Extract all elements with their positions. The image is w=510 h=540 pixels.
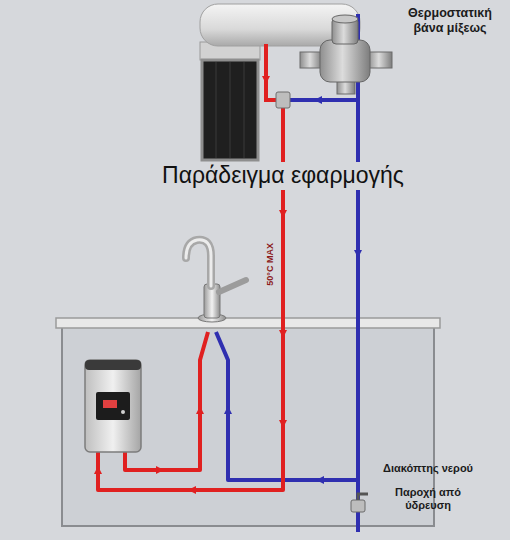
water-switch-handle (358, 494, 368, 500)
diagram-title: Παράδειγμα εφαρμογής (133, 162, 433, 190)
valve-label: Θερμοστατική βάνα μίξεως (394, 6, 506, 36)
flow-arrow (279, 210, 287, 218)
flow-arrow (94, 466, 102, 474)
valve-body (320, 40, 370, 82)
hot-pipe (266, 44, 278, 100)
faucet-spout (186, 240, 211, 286)
cold-pipe (290, 98, 358, 102)
heater-button (121, 410, 125, 414)
faucet-lever (219, 280, 246, 292)
solar-tank (200, 4, 360, 46)
collector-rib (216, 62, 217, 158)
collector-rib (244, 62, 245, 158)
water-switch (351, 500, 365, 512)
cabinet (62, 326, 434, 526)
flow-arrow (224, 406, 232, 414)
solar-collector (202, 60, 258, 160)
cold-pipe (216, 332, 358, 480)
mixing-valve-symbol (276, 92, 290, 108)
supply-label: Παροχή από ύδρευση (372, 486, 484, 512)
flow-arrow (262, 76, 270, 84)
heater-top-strip (85, 360, 141, 370)
flow-arrow (188, 486, 196, 494)
counter-top (56, 318, 440, 328)
heater-display (96, 392, 130, 420)
temperature-note: 50°C MAX (265, 234, 276, 294)
flow-arrow (314, 96, 322, 104)
flow-arrow (279, 330, 287, 338)
switch-label: Διακόπτης νερού (372, 462, 484, 475)
valve-port (368, 52, 392, 68)
valve-cap-top (332, 15, 358, 23)
valve-port (300, 52, 322, 68)
flow-arrow (279, 420, 287, 428)
faucet-spout-shine (186, 240, 211, 286)
heater-digits (103, 400, 117, 408)
flow-arrow (354, 250, 362, 258)
flow-arrow (156, 466, 164, 474)
cold-pipe (356, 14, 360, 532)
flow-arrow (316, 476, 324, 484)
water-heater (85, 360, 141, 452)
flow-arrow (196, 406, 204, 414)
collector-rib (230, 62, 231, 158)
